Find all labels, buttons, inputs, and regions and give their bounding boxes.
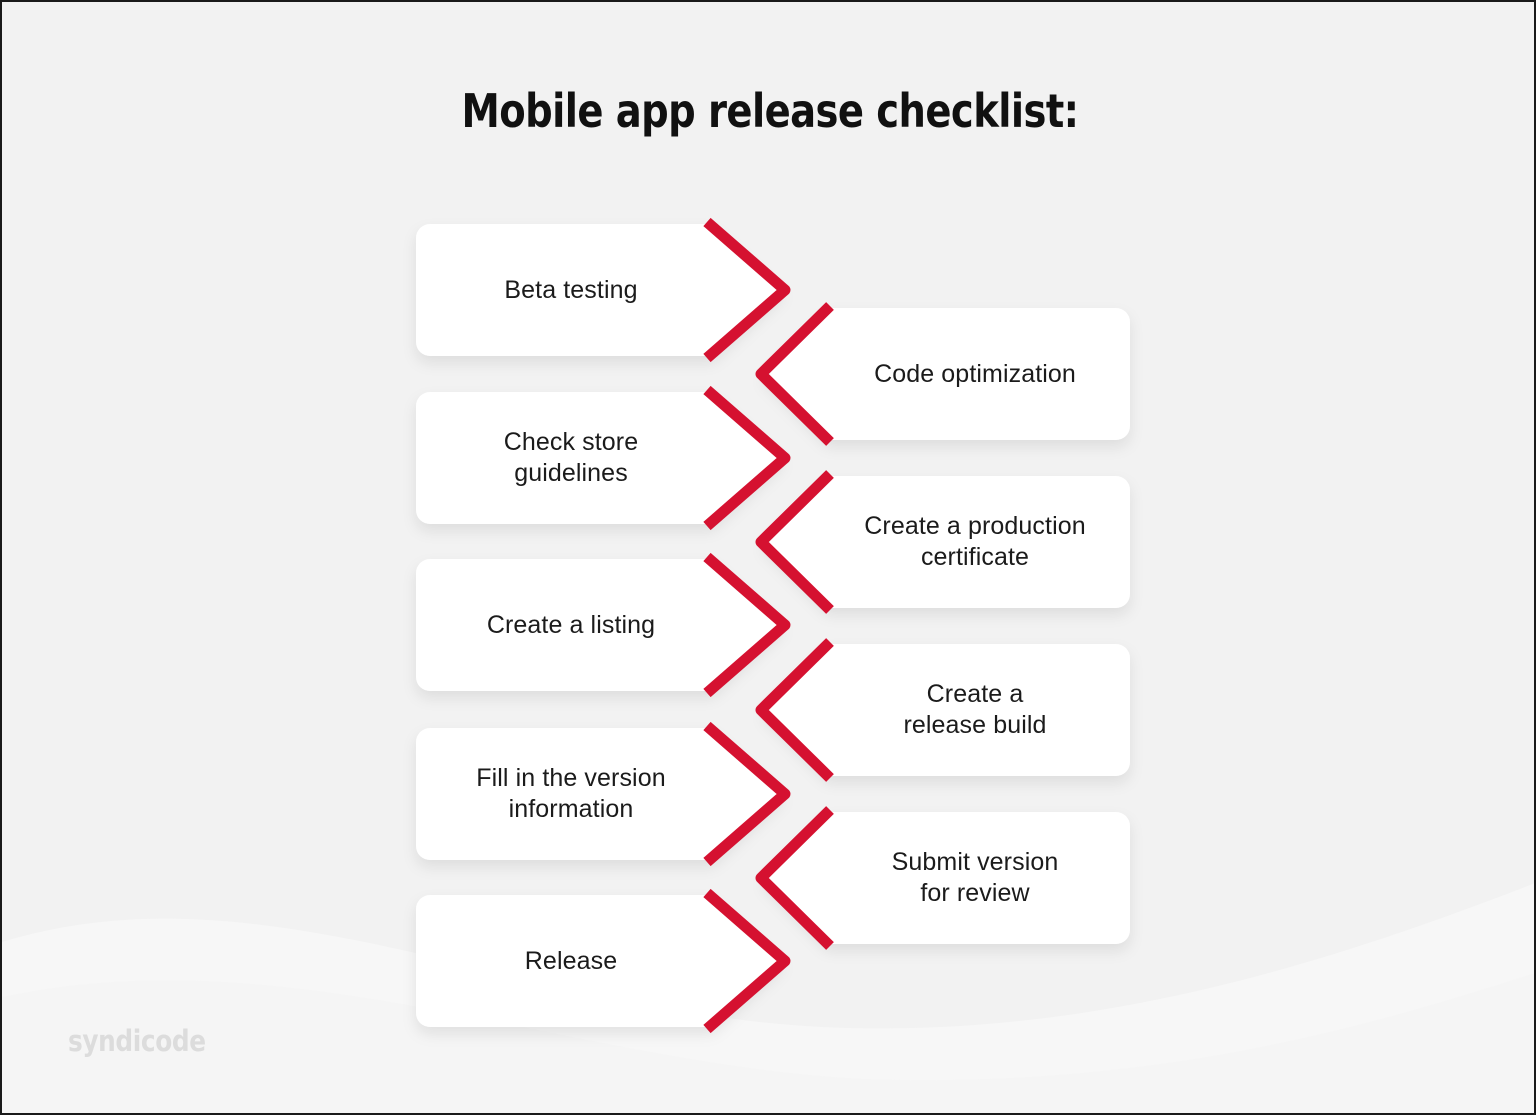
checklist-step-create-release-build[interactable]: Create a release build xyxy=(750,638,1130,782)
checklist-step-submit-version-for-review[interactable]: Submit version for review xyxy=(750,806,1130,950)
checklist-step-label: Create a release build xyxy=(903,680,1047,739)
right-chevron-card-shape xyxy=(755,470,1130,614)
left-chevron-card-shape xyxy=(416,888,791,1034)
checklist-step-label: Create a listing xyxy=(486,610,656,639)
checklist-step-code-optimization[interactable]: Code optimization xyxy=(750,302,1130,446)
checklist-step-release[interactable]: Release xyxy=(416,888,796,1034)
right-chevron-card-shape xyxy=(755,638,1130,782)
checklist-step-label: Fill in the version information xyxy=(476,764,666,823)
checklist-step-create-a-listing[interactable]: Create a listing xyxy=(416,552,796,698)
page-title: Mobile app release checklist: xyxy=(461,84,1079,138)
checklist-step-create-production-certificate[interactable]: Create a production certificate xyxy=(750,470,1130,614)
left-chevron-card-shape xyxy=(416,721,791,867)
checklist-step-beta-testing[interactable]: Beta testing xyxy=(416,217,796,363)
checklist-step-label: Code optimization xyxy=(874,359,1076,388)
left-chevron-card-shape xyxy=(416,217,791,363)
right-chevron-card-shape xyxy=(755,806,1130,950)
checklist-step-label: Create a production certificate xyxy=(864,512,1086,571)
checklist-step-fill-in-version-information[interactable]: Fill in the version information xyxy=(416,721,796,867)
checklist-step-check-store-guidelines[interactable]: Check store guidelines xyxy=(416,385,796,531)
checklist-step-label: Check store guidelines xyxy=(503,428,639,487)
left-chevron-card-shape xyxy=(416,552,791,698)
checklist-step-label: Submit version for review xyxy=(891,848,1059,907)
checklist-step-label: Beta testing xyxy=(504,275,638,304)
checklist-step-label: Release xyxy=(524,946,618,975)
right-chevron-card-shape xyxy=(755,302,1130,446)
left-chevron-card-shape xyxy=(416,385,791,531)
syndicode-logo: syndicode xyxy=(68,1024,206,1058)
